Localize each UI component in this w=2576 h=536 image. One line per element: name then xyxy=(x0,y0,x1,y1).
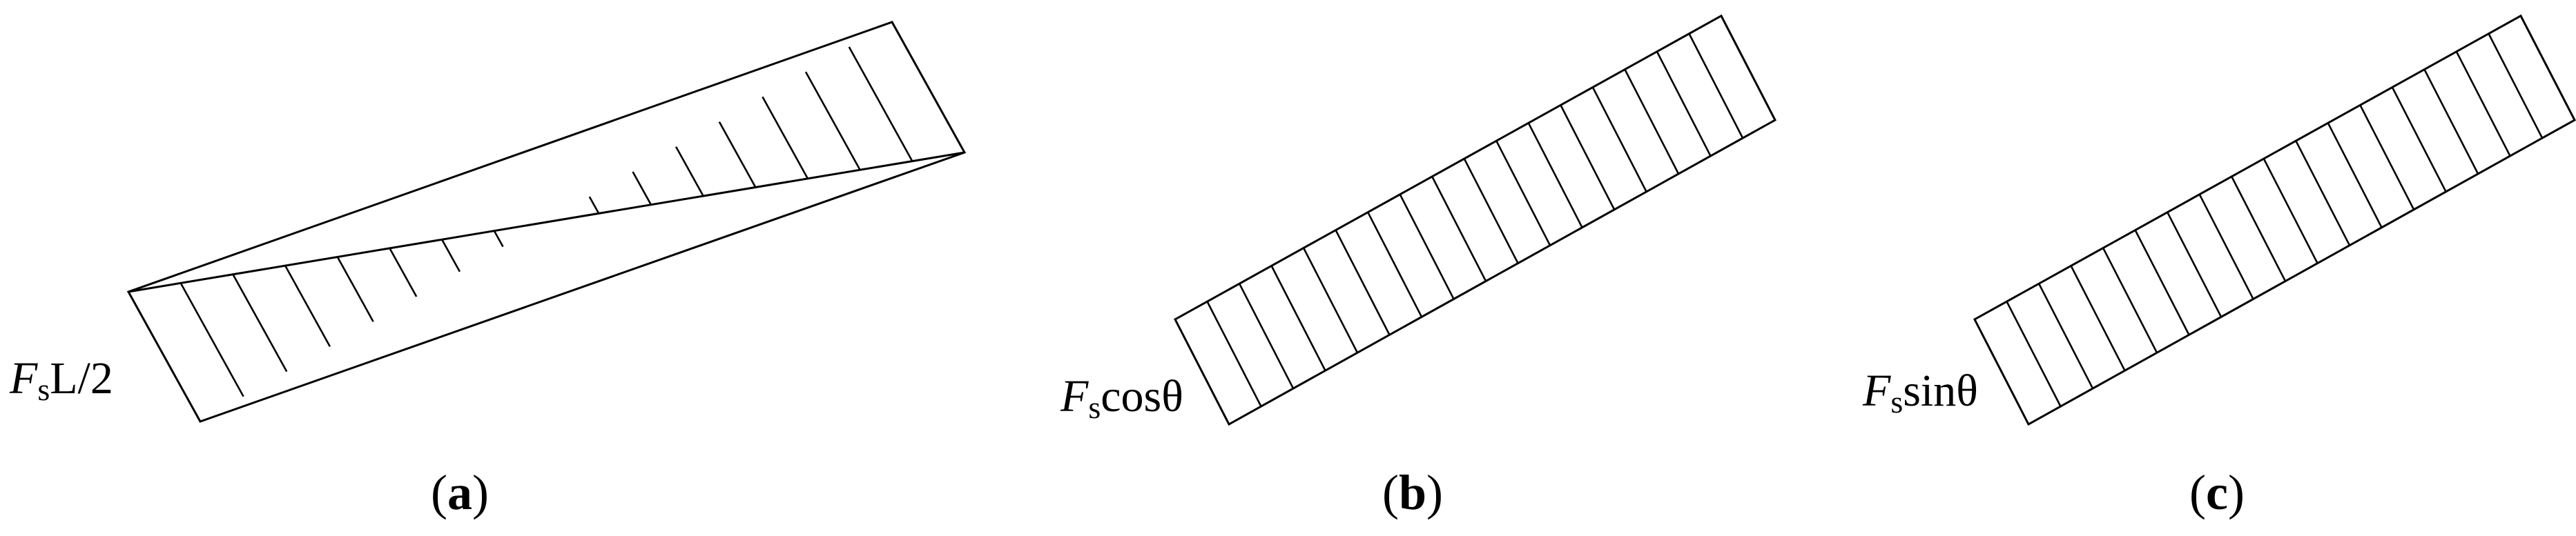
panel-a-hatch-line xyxy=(389,248,418,297)
panel-a-label-rest: L/2 xyxy=(50,353,113,404)
panel-b-hatch-line xyxy=(1656,51,1712,157)
panel-a-hatch-line xyxy=(804,71,861,170)
panel-c-hatch-line xyxy=(2295,140,2351,246)
panel-c-label-rest: sinθ xyxy=(1903,366,1978,416)
panel-b-hatch-line xyxy=(1238,283,1295,389)
panel-a-caption: (a) xyxy=(431,465,489,520)
panel-a-caption-open: ( xyxy=(431,465,447,520)
panel-a-hatch-line xyxy=(493,230,504,248)
panel-a-hatch-line xyxy=(848,46,913,162)
panel-a-hatch-line xyxy=(336,256,374,322)
panel-c-label-symbol: F xyxy=(1862,366,1891,416)
panel-a-label-subscript: s xyxy=(37,372,50,407)
panel-c-hatch-line xyxy=(2455,51,2512,157)
panel-a-hatch-line xyxy=(284,265,331,348)
panel-a-caption-close: ) xyxy=(472,465,489,520)
panel-c-hatch-line xyxy=(2037,283,2094,389)
panel-c-hatch-line xyxy=(2327,122,2383,228)
panel-b-hatch-line xyxy=(1463,158,1519,264)
panel-b-hatch-line xyxy=(1527,122,1583,228)
panel-c-hatch-line xyxy=(2231,176,2287,282)
panel-c-label: Fssinθ xyxy=(1862,366,1978,419)
panel-b-hatch-line xyxy=(1302,247,1359,354)
panel-a-hatch-line xyxy=(180,282,244,397)
panel-b-diagram-outline xyxy=(1174,14,1776,426)
panel-a-hatch-line xyxy=(632,171,652,206)
panel-c-caption-close: ) xyxy=(2228,465,2245,520)
panel-a-hatch-line xyxy=(762,96,809,179)
panel-b-hatch-line xyxy=(1335,230,1391,336)
panel-b-label-rest: cosθ xyxy=(1101,371,1183,421)
panel-a-hatching xyxy=(180,46,913,397)
panel-b-hatch-line xyxy=(1591,86,1648,193)
panel-b-caption-open: ( xyxy=(1382,465,1399,520)
panel-c-hatch-line xyxy=(2070,265,2126,371)
panel-b: Fscosθ (b) xyxy=(1060,14,1776,520)
panel-c-hatch-line xyxy=(2198,194,2254,300)
panel-a-hatch-line xyxy=(232,274,288,373)
panel-c-hatch-line xyxy=(2102,247,2158,354)
panel-a-hatch-line xyxy=(440,239,461,272)
panel-c-hatch-line xyxy=(2488,33,2544,139)
panel-c-caption-open: ( xyxy=(2189,465,2206,520)
panel-c-caption: (c) xyxy=(2189,465,2245,520)
panel-a-hatch-line xyxy=(718,121,757,188)
panel-b-hatch-line xyxy=(1624,69,1680,175)
panel-c-hatch-line xyxy=(2134,230,2190,336)
panel-c-caption-letter: c xyxy=(2206,465,2228,520)
panel-c-diagram-outline xyxy=(1973,14,2576,426)
panel-a-diagram-outline xyxy=(126,21,967,423)
panel-a-hatch-line xyxy=(588,196,600,215)
panel-b-label: Fscosθ xyxy=(1060,371,1183,425)
panel-a-hatch-line xyxy=(675,146,704,197)
panel-c-hatch-line xyxy=(2167,212,2222,318)
panel-b-hatching xyxy=(1206,33,1744,407)
panel-c-hatching xyxy=(2006,33,2544,407)
panel-b-hatch-line xyxy=(1688,33,1744,139)
panel-c-hatch-line xyxy=(2391,86,2448,193)
panel-b-label-subscript: s xyxy=(1088,390,1101,425)
panel-a-label: FsL/2 xyxy=(9,353,113,407)
panel-b-hatch-line xyxy=(1206,301,1262,407)
panel-b-caption-letter: b xyxy=(1399,465,1426,520)
panel-c-hatch-line xyxy=(2006,301,2062,407)
panel-a-label-symbol: F xyxy=(9,353,38,404)
panel-b-caption-close: ) xyxy=(1426,465,1443,520)
panel-b-hatch-line xyxy=(1399,194,1455,300)
panel-b-hatch-line xyxy=(1367,212,1423,318)
panel-c-hatch-line xyxy=(2423,69,2479,175)
panel-b-caption: (b) xyxy=(1382,465,1443,520)
panel-c-hatch-line xyxy=(2263,158,2318,264)
panel-b-hatch-line xyxy=(1270,265,1326,371)
panel-a: FsL/2 (a) xyxy=(9,21,967,520)
panel-a-caption-letter: a xyxy=(447,465,472,520)
panel-b-hatch-line xyxy=(1431,176,1487,282)
panel-b-hatch-line xyxy=(1495,140,1551,246)
panel-b-hatch-line xyxy=(1560,104,1616,210)
panel-c-label-subscript: s xyxy=(1890,384,1903,419)
panel-c: Fssinθ (c) xyxy=(1862,14,2576,520)
panel-b-label-symbol: F xyxy=(1060,371,1089,421)
panel-c-hatch-line xyxy=(2359,104,2415,210)
